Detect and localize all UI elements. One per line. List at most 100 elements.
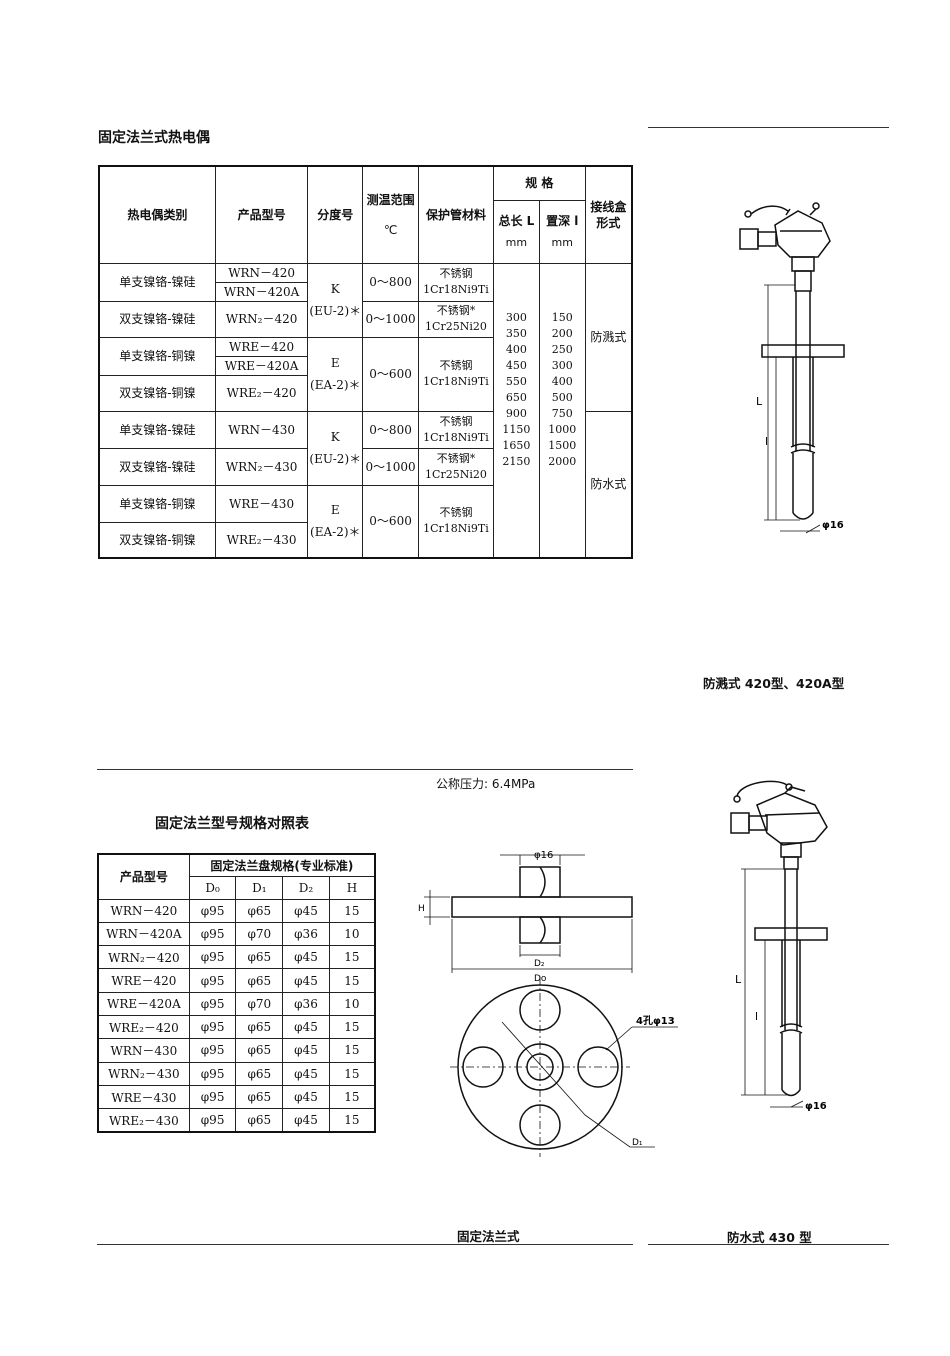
row-model: WRE－430 — [214, 484, 309, 523]
row-model: WRN－420A — [223, 284, 300, 299]
row-model: WRN－430 — [214, 410, 309, 449]
index-sub: (EA-2)＊ — [310, 525, 361, 540]
range-cell: 0～600 — [362, 336, 419, 412]
index-sub: (EU-2)＊ — [309, 304, 362, 318]
length-value: 900 — [505, 407, 527, 421]
header-total-length: 总长 L mm — [492, 199, 540, 264]
flange-model-cell: WRE－420A — [97, 991, 190, 1016]
row-model: WRN₂－420 — [214, 300, 309, 338]
material-grade: 1Cr25Ni20 — [425, 320, 487, 333]
index-cell: E (EA-2)＊ — [307, 336, 364, 412]
row-model: WRE－420 — [215, 338, 308, 357]
col-D2: D₂ — [282, 875, 330, 900]
box-type: 防溅式 — [584, 262, 633, 412]
row-model: WRE₂－430 — [214, 521, 309, 559]
divider — [648, 1244, 889, 1245]
col-D0: D₀ — [188, 875, 237, 900]
flange-value-cell: φ95 — [188, 1038, 237, 1063]
flange-value-cell: φ95 — [188, 1108, 237, 1133]
length-value: 1150 — [502, 423, 531, 437]
figure1-caption: 防溅式 420型、420A型 — [703, 676, 845, 691]
header-flange-spec: 固定法兰盘规格(专业标准) — [188, 853, 376, 877]
flange-value-cell: 15 — [328, 1014, 376, 1040]
fixed-flange-drawing: φ16 H D₂ Do 4孔φ13 D₁ — [418, 850, 678, 1157]
flange-value-cell: φ95 — [188, 991, 237, 1016]
flange-value-cell: 15 — [328, 898, 376, 923]
depth-list: 150 200 250 300 400 500 750 1000 1500 20… — [538, 262, 586, 559]
flange-value-cell: φ95 — [188, 921, 237, 947]
flange-table-title: 固定法兰型号规格对照表 — [155, 816, 309, 832]
figure2-caption: 固定法兰式 — [457, 1229, 520, 1244]
row-category: 单支镍铬-铜镍 — [98, 484, 216, 523]
index-cell: K (EU-2)＊ — [307, 262, 364, 338]
flange-value-cell: φ95 — [188, 1061, 237, 1086]
length-value: 2150 — [502, 455, 531, 469]
material-grade: 1Cr18Ni9Ti — [423, 283, 489, 296]
header-depth: 置深 l mm — [538, 199, 586, 264]
flange-value-cell: 10 — [328, 921, 376, 947]
material-cell: 不锈钢* 1Cr25Ni20 — [417, 447, 494, 486]
depth-value: 500 — [551, 391, 573, 405]
material-cell: 不锈钢 1Cr18Ni9Ti — [417, 410, 494, 449]
header-material: 保护管材料 — [417, 165, 494, 264]
flange-model-cell: WRN－420 — [97, 898, 190, 923]
row-model: WRN－420 — [215, 264, 308, 283]
section-title: 固定法兰式热电偶 — [98, 130, 210, 146]
flange-value-cell: 15 — [328, 1038, 376, 1063]
header-total-length-unit: mm — [505, 235, 528, 249]
material-name: 不锈钢 — [439, 414, 473, 428]
flange-value-cell: φ36 — [282, 921, 330, 947]
flange-model-cell: WRE－430 — [97, 1084, 190, 1110]
row-model: WRN₂－430 — [214, 447, 309, 486]
flange-model-cell: WRE₂－420 — [97, 1014, 190, 1040]
flange-value-cell: 15 — [328, 1084, 376, 1110]
flange-model-cell: WRE－420 — [97, 968, 190, 993]
range-cell: 0～800 — [362, 262, 419, 302]
material-grade: 1Cr18Ni9Ti — [423, 522, 489, 536]
header-range: 测温范围 ℃ — [362, 165, 419, 264]
depth-value: 2000 — [548, 455, 577, 469]
flange-value-cell: φ65 — [235, 1038, 284, 1063]
flange-value-cell: 10 — [328, 991, 376, 1016]
index-cell: K (EU-2)＊ — [307, 410, 364, 486]
length-value: 400 — [505, 343, 527, 357]
flange-model-cell: WRN－430 — [97, 1038, 190, 1063]
nominal-pressure: 公称压力: 6.4MPa — [436, 777, 536, 791]
flange-value-cell: φ45 — [282, 1108, 330, 1133]
flange-value-cell: φ95 — [188, 945, 237, 970]
thermocouple-spec-table: 热电偶类别 产品型号 分度号 测温范围 ℃ 保护管材料 规 格 接线盒形式 总长… — [98, 165, 633, 559]
flange-value-cell: φ70 — [235, 921, 284, 947]
material-grade: 1Cr25Ni20 — [425, 467, 487, 481]
flange-value-cell: φ45 — [282, 1014, 330, 1040]
dim-phi16-label: φ16 — [534, 850, 553, 861]
flange-value-cell: φ36 — [282, 991, 330, 1016]
row-category: 双支镍铬-铜镍 — [98, 521, 216, 559]
dim-l-label: l — [765, 435, 768, 448]
range-cell: 0～1000 — [362, 300, 419, 338]
flange-value-cell: φ65 — [235, 968, 284, 993]
flange-value-cell: φ70 — [235, 991, 284, 1016]
divider — [97, 1244, 633, 1245]
dim-phi-label: φ16 — [822, 520, 844, 531]
header-spec: 规 格 — [492, 165, 586, 201]
flange-model-cell: WRN₂－430 — [97, 1061, 190, 1086]
material-cell: 不锈钢 1Cr18Ni9Ti — [417, 484, 494, 559]
dim-L-label: L — [735, 973, 742, 986]
header-range-unit: ℃ — [383, 222, 398, 237]
total-length-list: 300 350 400 450 550 650 900 1150 1650 21… — [492, 262, 540, 559]
index-sub: (EU-2)＊ — [309, 452, 362, 466]
flange-value-cell: φ45 — [282, 1061, 330, 1086]
range-cell: 0～1000 — [362, 447, 419, 486]
divider — [97, 769, 633, 770]
flange-value-cell: φ65 — [235, 945, 284, 970]
flange-value-cell: φ65 — [235, 1108, 284, 1133]
dim-D2-label: D₂ — [534, 959, 545, 969]
length-value: 350 — [505, 327, 527, 341]
length-value: 300 — [505, 311, 527, 325]
